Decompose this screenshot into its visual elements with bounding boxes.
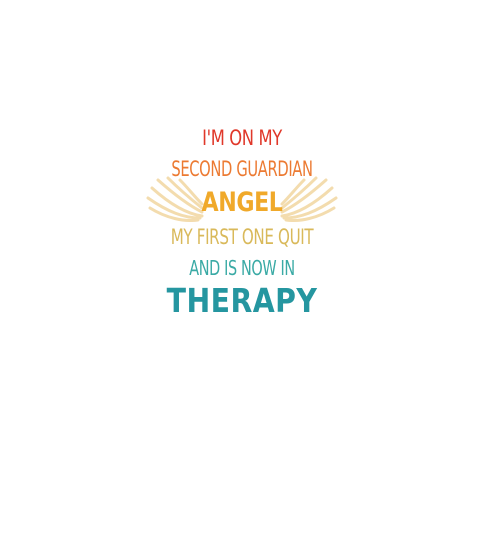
right-wing-icon <box>280 176 338 222</box>
therapy-quote-graphic: I'M ON MY SECOND GUARDIAN ANGEL MY FIRST… <box>140 118 344 354</box>
quote-line-angel: ANGEL <box>201 187 283 218</box>
quote-line-4: MY FIRST ONE QUIT <box>170 225 314 249</box>
left-wing-icon <box>146 176 204 222</box>
quote-line-1: I'M ON MY <box>202 126 282 150</box>
quote-line-therapy: THERAPY <box>166 281 318 320</box>
quote-line-5: AND IS NOW IN <box>189 256 295 280</box>
quote-line-2: SECOND GUARDIAN <box>171 157 313 181</box>
